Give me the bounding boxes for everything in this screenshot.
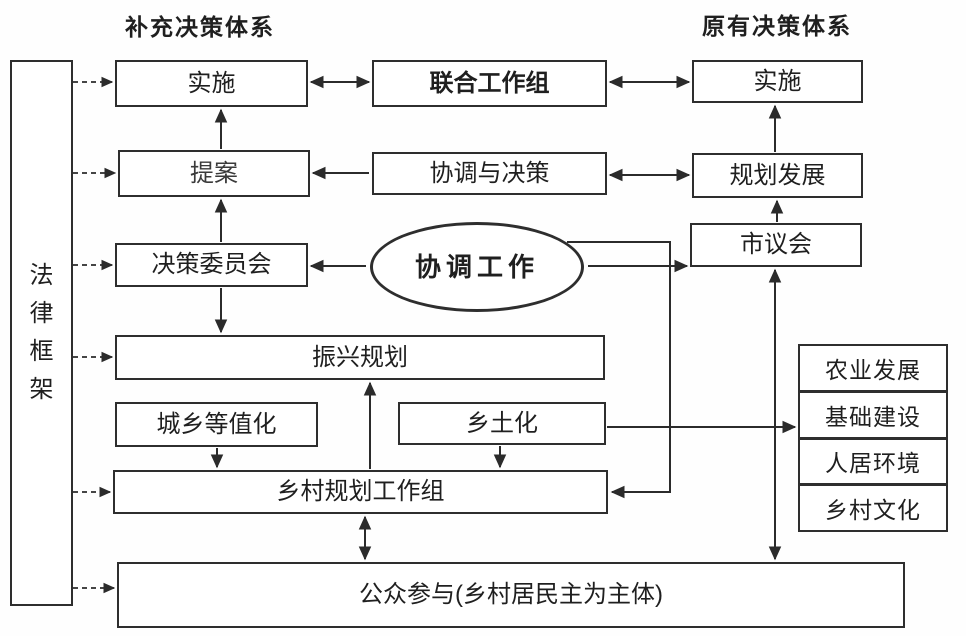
title-supplementary-system: 补充决策体系	[125, 14, 275, 40]
box-joint-working-group: 联合工作组	[372, 60, 607, 107]
box-decision-committee: 决策委员会	[115, 243, 308, 287]
box-planning-development: 规划发展	[692, 153, 863, 198]
box-city-council: 市议会	[690, 223, 862, 267]
legal-framework-label: 法律框架	[29, 262, 54, 403]
domain-rural-culture: 乡村文化	[800, 483, 946, 530]
box-proposal: 提案	[118, 150, 310, 197]
title-original-system: 原有决策体系	[702, 13, 852, 39]
domain-agriculture: 农业发展	[825, 356, 921, 383]
box-rural-planning-group: 乡村规划工作组	[113, 470, 608, 514]
domain-living-environment: 人居环境	[800, 436, 946, 484]
box-revival-planning: 振兴规划	[115, 335, 605, 380]
box-legal-framework: 法律框架	[10, 60, 73, 606]
box-implementation-left: 实施	[115, 60, 308, 107]
arrow-coordwork-to-rural-group	[567, 241, 671, 499]
box-localization: 乡土化	[398, 402, 606, 445]
box-public-participation: 公众参与(乡村居民主为主体)	[117, 562, 905, 628]
box-urban-rural-equivalence: 城乡等值化	[115, 402, 318, 447]
domain-stack: 农业发展 基础建设 人居环境 乡村文化	[798, 344, 948, 532]
domain-infrastructure: 基础建设	[800, 389, 946, 437]
ellipse-coordination-work: 协调工作	[370, 222, 584, 312]
box-coordination-decision: 协调与决策	[372, 152, 607, 195]
box-implementation-right: 实施	[692, 60, 863, 103]
